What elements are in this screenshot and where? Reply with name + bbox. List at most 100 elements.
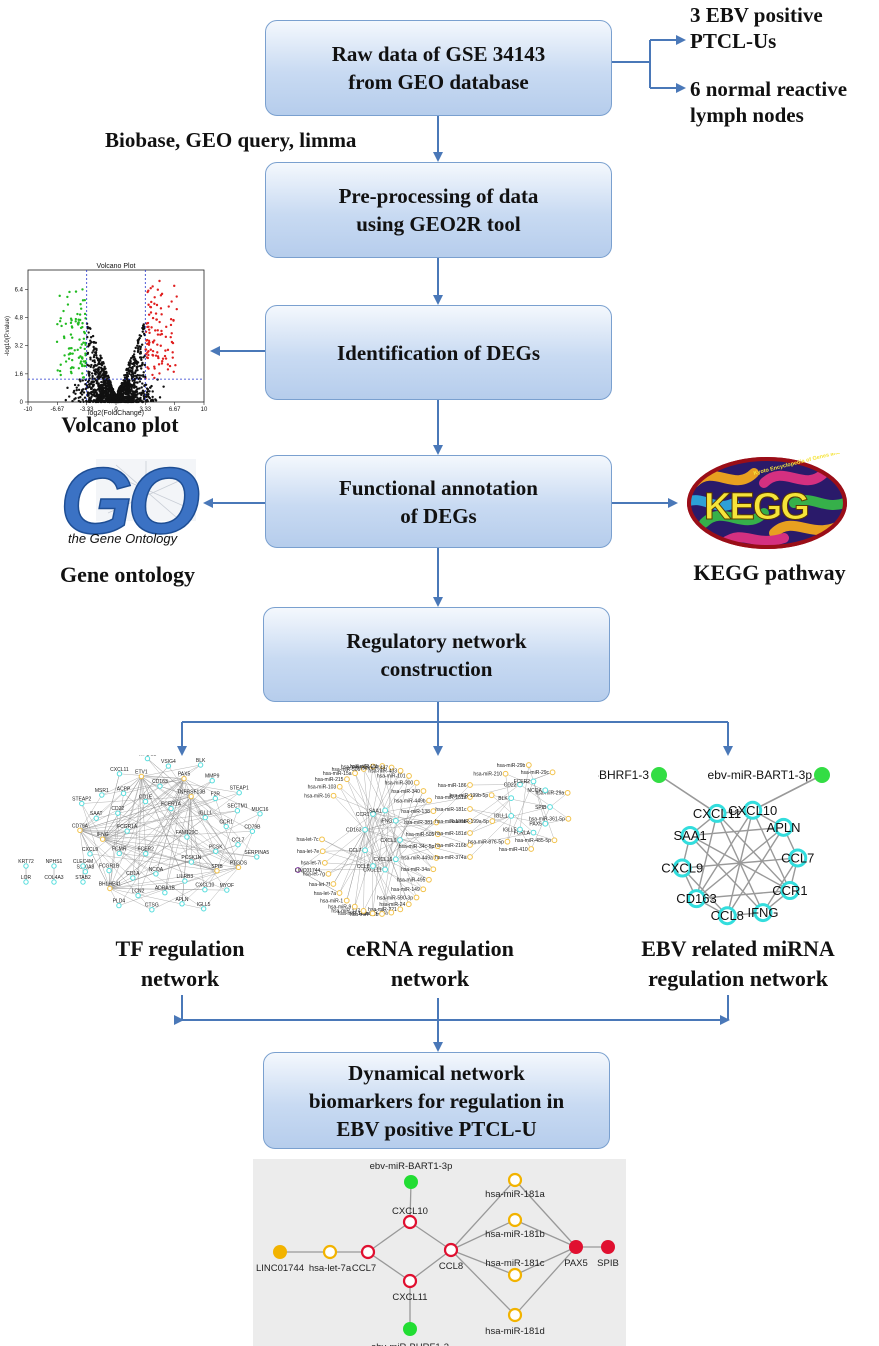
volcano-point-up <box>156 351 159 354</box>
volcano-xtick-label: 3.33 <box>139 407 151 413</box>
volcano-point <box>112 392 116 396</box>
cerna-edge <box>469 808 521 830</box>
ebv-gene-label: APLN <box>767 820 801 835</box>
volcano-point <box>129 388 132 391</box>
cerna-node <box>517 781 523 788</box>
volcano-point <box>84 341 87 345</box>
volcano-point <box>98 393 102 397</box>
cerna-node <box>360 766 367 772</box>
volcano-point <box>138 387 141 390</box>
volcano-point <box>74 397 77 400</box>
tf-node <box>143 851 149 857</box>
cerna-edge <box>395 859 424 890</box>
volcano-point-down <box>64 360 68 363</box>
volcano-point-down <box>70 358 74 362</box>
ebv-gene-node <box>707 803 727 823</box>
tf-edge <box>81 796 192 804</box>
biomarker-node-label: hsa-miR-181a <box>485 1189 545 1200</box>
volcano-point <box>139 347 142 351</box>
biomarker-edge <box>409 1221 452 1251</box>
cerna-node-label: hsa-miR-590-3p <box>377 895 413 901</box>
volcano-point <box>148 331 151 335</box>
biomarker-node <box>443 1242 459 1258</box>
volcano-point <box>133 384 136 387</box>
volcano-point <box>132 386 136 389</box>
volcano-point <box>94 341 98 344</box>
tf-node-label: BLK <box>196 758 206 764</box>
volcano-point <box>71 399 74 403</box>
cerna-edge <box>399 839 438 847</box>
biomarker-node-label: hsa-let-7a <box>309 1263 352 1274</box>
tf-node-label: S100A8 <box>76 865 94 871</box>
tf-node-label: CCR1 <box>219 820 233 826</box>
tf-edge <box>79 830 91 854</box>
tf-node-label: CD1E <box>139 795 153 801</box>
volcano-point <box>161 357 165 360</box>
volcano-point <box>146 388 150 391</box>
tf-node <box>116 850 122 857</box>
ebv-gene-node <box>774 817 794 837</box>
volcano-point <box>79 400 82 404</box>
volcano-point-up <box>154 312 158 315</box>
tf-edge <box>102 839 257 858</box>
tf-node <box>116 902 122 909</box>
volcano-point <box>137 349 140 352</box>
cerna-node <box>551 837 558 844</box>
cerna-node-label: hsa-miR-340 <box>391 789 420 795</box>
volcano-point-down <box>69 370 73 374</box>
cerna-node-label: hsa-miR-29c <box>521 770 550 776</box>
cerna-node <box>397 767 404 774</box>
volcano-point-up <box>153 296 156 299</box>
cerna-node <box>362 826 368 833</box>
volcano-point <box>141 330 144 333</box>
cerna-node <box>413 894 420 901</box>
tf-edge <box>109 796 192 889</box>
cerna-node-label: hsa-miR-300 <box>385 781 414 787</box>
volcano-point-down <box>56 322 59 326</box>
cerna-node <box>397 906 404 913</box>
volcano-point <box>91 334 95 338</box>
volcano-point-down <box>69 317 73 320</box>
ebv-edge <box>658 774 718 815</box>
volcano-point <box>94 373 97 376</box>
volcano-point <box>148 396 152 400</box>
ebv-edge <box>681 867 728 917</box>
volcano-point <box>140 386 143 389</box>
volcano-point <box>80 389 84 393</box>
cerna-edge <box>364 829 392 913</box>
ebv-gene-node <box>672 858 692 878</box>
cerna-edge <box>346 829 366 901</box>
cerna-edge <box>519 829 532 850</box>
normal-nodes-label: 6 normal reactive lymph nodes <box>690 77 848 127</box>
volcano-point <box>114 396 118 400</box>
volcano-point <box>160 329 163 333</box>
cerna-node-label: hsa-miR-374a <box>435 855 467 861</box>
volcano-point <box>92 380 96 383</box>
tf-node <box>124 828 130 834</box>
volcano-point <box>88 371 91 374</box>
biomarker-edge <box>450 1179 516 1251</box>
volcano-point <box>84 360 87 363</box>
volcano-xtick-label: 6.67 <box>169 407 181 413</box>
cerna-node-label: hsa-miR-199a-5p <box>450 819 489 825</box>
volcano-point <box>98 371 101 375</box>
volcano-point <box>76 312 79 316</box>
cerna-edge <box>519 829 555 841</box>
cerna-node-label: hsa-miR-181d <box>435 831 467 837</box>
volcano-point <box>141 373 145 377</box>
cerna-node <box>525 762 532 768</box>
volcano-point-up <box>169 323 173 327</box>
cerna-edge <box>333 829 366 885</box>
volcano-point <box>106 398 109 402</box>
cerna-node-label: hsa-miR-381 <box>404 820 433 826</box>
volcano-xlabel: log2(FoldChange) <box>88 410 144 417</box>
volcano-point <box>79 307 83 310</box>
volcano-point <box>127 361 131 364</box>
identification-box: Identification of DEGs <box>265 305 612 400</box>
volcano-point <box>131 372 134 375</box>
cerna-edge <box>384 767 392 870</box>
volcano-point <box>142 391 145 394</box>
cerna-node <box>319 836 325 843</box>
cerna-edge <box>364 767 392 851</box>
volcano-point-up <box>149 311 153 314</box>
